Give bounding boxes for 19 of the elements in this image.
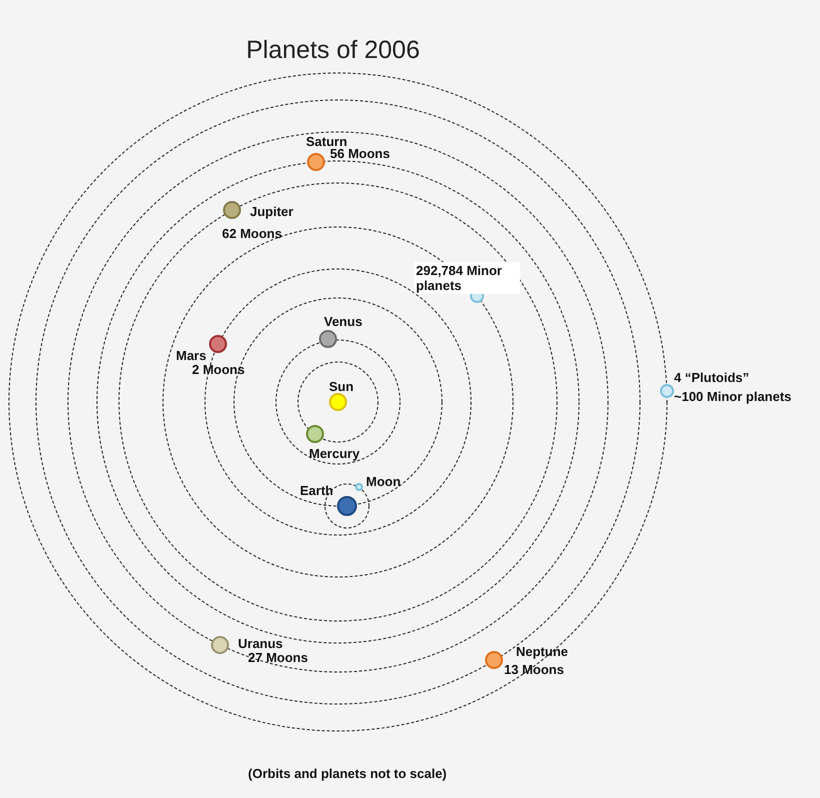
planet-label: Mercury (309, 446, 360, 461)
moon-label: Moon (366, 474, 401, 489)
minor-planet-label: 292,784 Minor planets (414, 262, 520, 294)
moon-count-label: 2 Moons (192, 362, 245, 377)
sun-label: Sun (329, 379, 354, 394)
planet-label: Uranus (238, 636, 283, 651)
caption: (Orbits and planets not to scale) (248, 766, 447, 781)
minor-planet-label: ~100 Minor planets (674, 389, 792, 404)
planet-label: Neptune (516, 644, 568, 659)
moon-count-label: 56 Moons (330, 146, 390, 161)
plutoid-label: 4 “Plutoids” (674, 370, 750, 385)
planet-label: Venus (324, 314, 362, 329)
title: Planets of 2006 (245, 36, 421, 65)
planet-label: Saturn (306, 134, 348, 149)
planet-label: Jupiter (250, 204, 294, 219)
planet-label: Mars (176, 348, 206, 363)
moon-count-label: 62 Moons (222, 226, 282, 241)
planet-label: Earth (300, 483, 334, 498)
moon-count-label: 13 Moons (504, 662, 564, 677)
